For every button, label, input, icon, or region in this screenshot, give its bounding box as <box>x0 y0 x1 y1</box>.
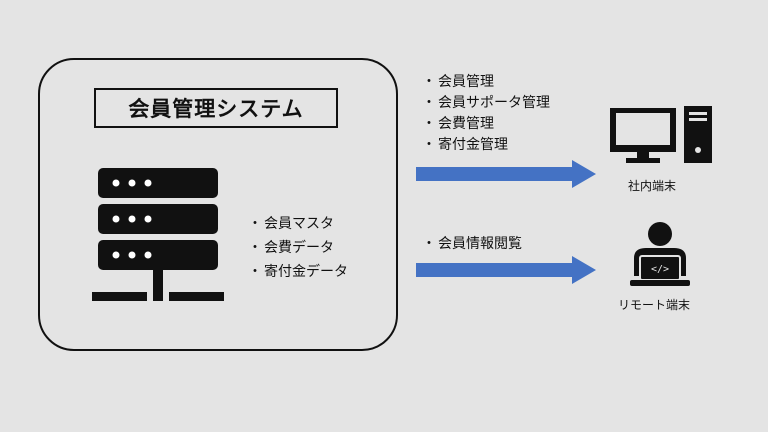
system-boundary <box>38 58 398 351</box>
operation-item: 会員サポータ管理 <box>422 93 550 114</box>
operation-item: 会費管理 <box>422 114 550 135</box>
operation-item: 寄付金管理 <box>422 135 550 156</box>
data-item: 会員マスタ <box>248 212 348 236</box>
operation-item: 会員管理 <box>422 72 550 93</box>
flow-arrow-office <box>416 160 596 188</box>
server-icon <box>92 166 224 306</box>
remote-operations-list: 会員情報閲覧 <box>422 234 522 255</box>
office-terminal-label: 社内端末 <box>628 179 677 193</box>
data-item: 寄付金データ <box>248 260 348 284</box>
svg-text:</>: </> <box>651 264 669 275</box>
desktop-computer-icon <box>610 106 712 163</box>
data-item: 会費データ <box>248 236 348 260</box>
remote-terminal-label: リモート端末 <box>618 298 691 312</box>
office-operations-list: 会員管理 会員サポータ管理 会費管理 寄付金管理 <box>422 72 550 156</box>
data-list: 会員マスタ 会費データ 寄付金データ <box>248 212 348 284</box>
system-title: 会員管理システム <box>94 88 338 128</box>
flow-arrow-remote <box>416 256 596 284</box>
remote-user-laptop-icon: </> <box>630 222 690 286</box>
operation-item: 会員情報閲覧 <box>422 234 522 255</box>
